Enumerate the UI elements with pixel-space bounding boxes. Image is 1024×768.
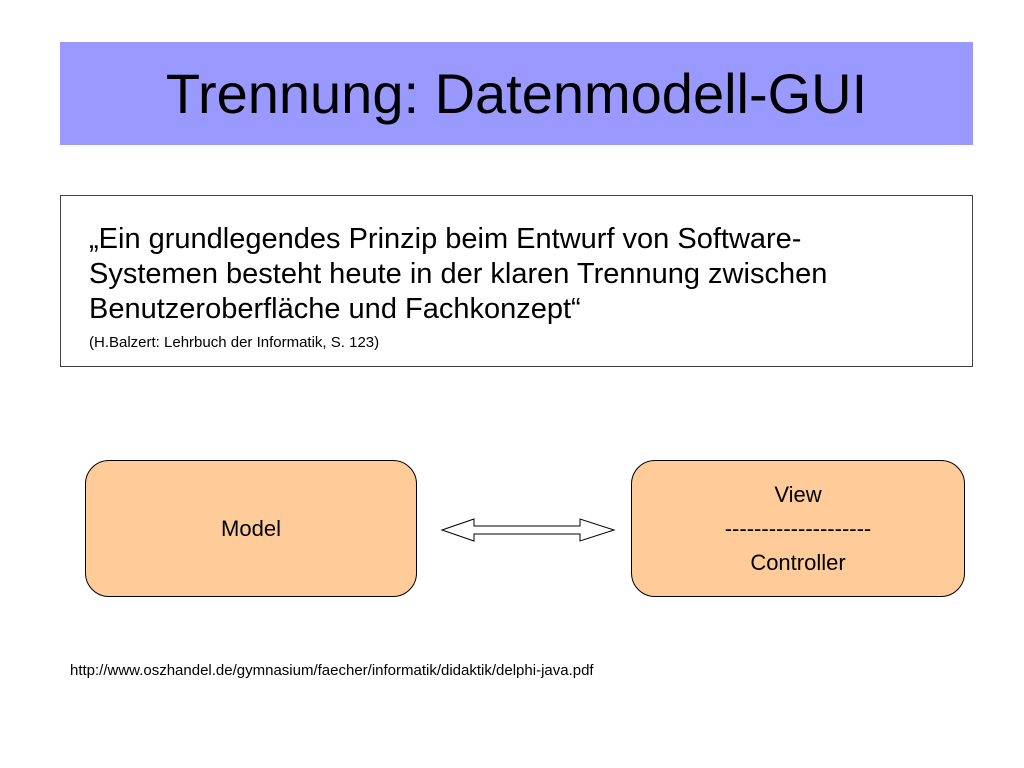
- model-box: Model: [85, 460, 417, 597]
- double-arrow-icon: [440, 518, 616, 542]
- quote-box: „Ein grundlegendes Prinzip beim Entwurf …: [60, 195, 973, 367]
- double-arrow-shape: [440, 518, 616, 542]
- separator-line: --------------------: [724, 515, 872, 541]
- title-bar: Trennung: Datenmodell-GUI: [60, 42, 973, 145]
- view-label: View: [774, 481, 822, 507]
- model-label: Model: [221, 515, 281, 541]
- quote-text: „Ein grundlegendes Prinzip beim Entwurf …: [89, 223, 828, 325]
- controller-label: Controller: [750, 549, 846, 575]
- quote-citation: (H.Balzert: Lehrbuch der Informatik, S. …: [89, 334, 380, 351]
- source-url: http://www.oszhandel.de/gymnasium/faeche…: [70, 662, 594, 679]
- view-controller-box: View -------------------- Controller: [631, 460, 965, 597]
- slide-title: Trennung: Datenmodell-GUI: [165, 61, 868, 125]
